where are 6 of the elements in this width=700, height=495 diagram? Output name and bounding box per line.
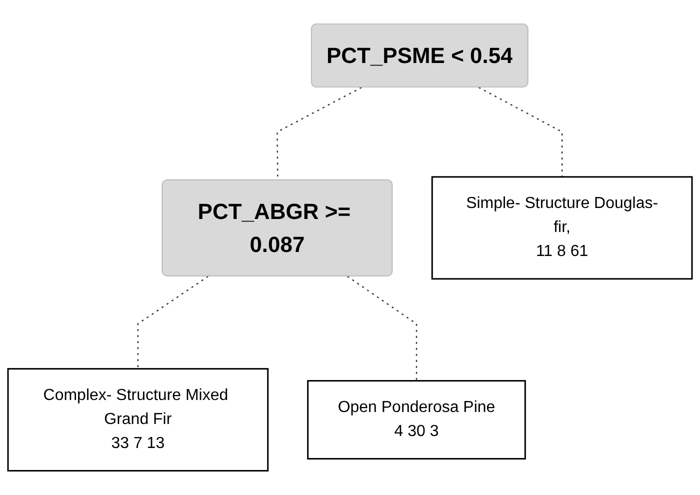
node-box: Simple- Structure Douglas-fir, 11 8 61 <box>431 176 693 280</box>
connector <box>347 276 418 381</box>
connector <box>478 87 563 178</box>
node-box: Open Ponderosa Pine 4 30 3 <box>307 380 526 460</box>
connector <box>137 276 208 369</box>
node-box: Complex- Structure Mixed Grand Fir 33 7 13 <box>7 368 269 472</box>
